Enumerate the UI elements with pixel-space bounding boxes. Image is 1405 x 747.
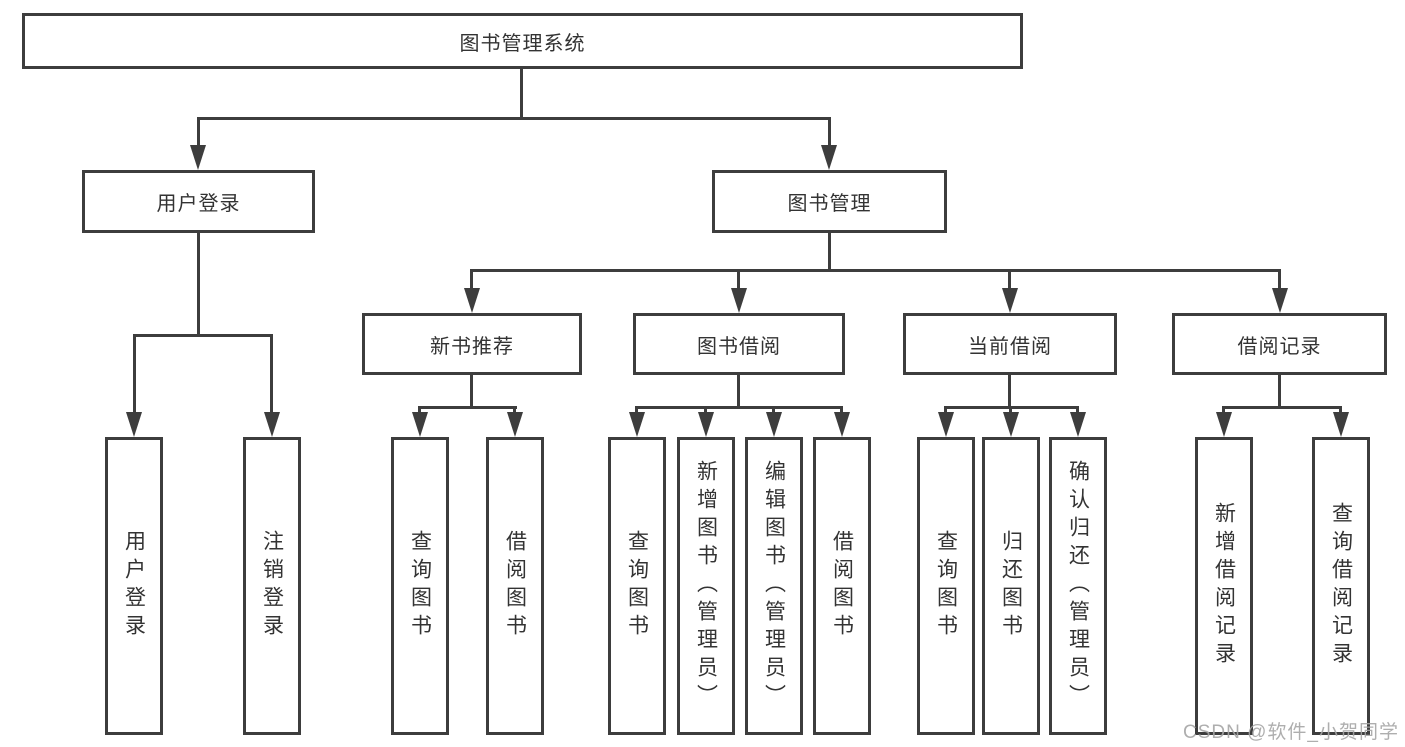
connector-book-mgmt-stem	[828, 233, 831, 272]
connector-stub-new-book	[470, 269, 473, 291]
connector-stub-borrow-records	[1278, 269, 1281, 291]
leaf-add-books-admin: 新增图书（管理员）	[677, 437, 735, 735]
connector-new-book-stem	[470, 375, 473, 408]
connector-borrow-records-horizontal	[1222, 406, 1342, 409]
arrowhead-down	[1070, 412, 1086, 437]
arrowhead-down	[507, 412, 523, 437]
connector-stub	[635, 406, 638, 415]
connector-stub	[1076, 406, 1079, 415]
arrowhead-down	[834, 412, 850, 437]
arrowhead-down	[126, 412, 142, 437]
node-user-login: 用户登录	[82, 170, 315, 233]
connector-stub-book-borrow	[737, 269, 740, 291]
connector-stub	[772, 406, 775, 415]
leaf-query-books-current: 查询图书	[917, 437, 975, 735]
connector-stub-leaf-login	[133, 334, 136, 415]
arrowhead-down	[731, 288, 747, 313]
arrowhead-down	[412, 412, 428, 437]
leaf-borrow-books: 借阅图书	[813, 437, 871, 735]
arrowhead-down	[264, 412, 280, 437]
leaf-query-books-recommend: 查询图书	[391, 437, 449, 735]
leaf-return-books: 归还图书	[982, 437, 1040, 735]
connector-stub	[1009, 406, 1012, 415]
arrowhead-down	[821, 145, 837, 170]
connector-stub	[1339, 406, 1342, 415]
node-book-mgmt: 图书管理	[712, 170, 947, 233]
connector-new-book-horizontal	[419, 406, 517, 409]
node-borrow-records: 借阅记录	[1172, 313, 1387, 375]
arrowhead-down	[698, 412, 714, 437]
leaf-logout: 注销登录	[243, 437, 301, 735]
node-book-borrow: 图书借阅	[633, 313, 845, 375]
connector-user-login-horizontal	[133, 334, 273, 337]
leaf-add-borrow-record: 新增借阅记录	[1195, 437, 1253, 735]
arrowhead-down	[1272, 288, 1288, 313]
arrowhead-down	[766, 412, 782, 437]
arrowhead-down	[629, 412, 645, 437]
node-current-borrow: 当前借阅	[903, 313, 1117, 375]
connector-stub	[1222, 406, 1225, 415]
leaf-query-books-borrow: 查询图书	[608, 437, 666, 735]
leaf-edit-books-admin: 编辑图书（管理员）	[745, 437, 803, 735]
arrowhead-down	[1333, 412, 1349, 437]
node-root: 图书管理系统	[22, 13, 1023, 69]
connector-stub-book-mgmt	[828, 117, 831, 149]
connector-stub	[704, 406, 707, 415]
arrowhead-down	[1216, 412, 1232, 437]
connector-stub	[513, 406, 516, 415]
connector-user-login-stem	[197, 233, 200, 337]
watermark: CSDN @软件_小贺同学	[1183, 722, 1399, 743]
connector-root-stem	[520, 69, 523, 119]
leaf-borrow-books-recommend: 借阅图书	[486, 437, 544, 735]
connector-level2-horizontal	[471, 269, 1281, 272]
connector-borrow-records-stem	[1278, 375, 1281, 408]
connector-stub	[840, 406, 843, 415]
arrowhead-down	[1003, 412, 1019, 437]
connector-stub	[944, 406, 947, 415]
connector-book-borrow-horizontal	[635, 406, 843, 409]
leaf-confirm-return-admin: 确认归还（管理员）	[1049, 437, 1107, 735]
arrowhead-down	[938, 412, 954, 437]
connector-book-borrow-stem	[737, 375, 740, 408]
connector-level1-horizontal	[197, 117, 831, 120]
node-new-book-recommend: 新书推荐	[362, 313, 582, 375]
connector-stub-user-login	[197, 117, 200, 149]
arrowhead-down	[1002, 288, 1018, 313]
connector-stub	[418, 406, 421, 415]
leaf-query-borrow-record: 查询借阅记录	[1312, 437, 1370, 735]
connector-stub-leaf-logout	[270, 334, 273, 415]
leaf-user-login: 用户登录	[105, 437, 163, 735]
arrowhead-down	[464, 288, 480, 313]
connector-stub-current-borrow	[1008, 269, 1011, 291]
arrowhead-down	[190, 145, 206, 170]
connector-current-borrow-stem	[1008, 375, 1011, 408]
